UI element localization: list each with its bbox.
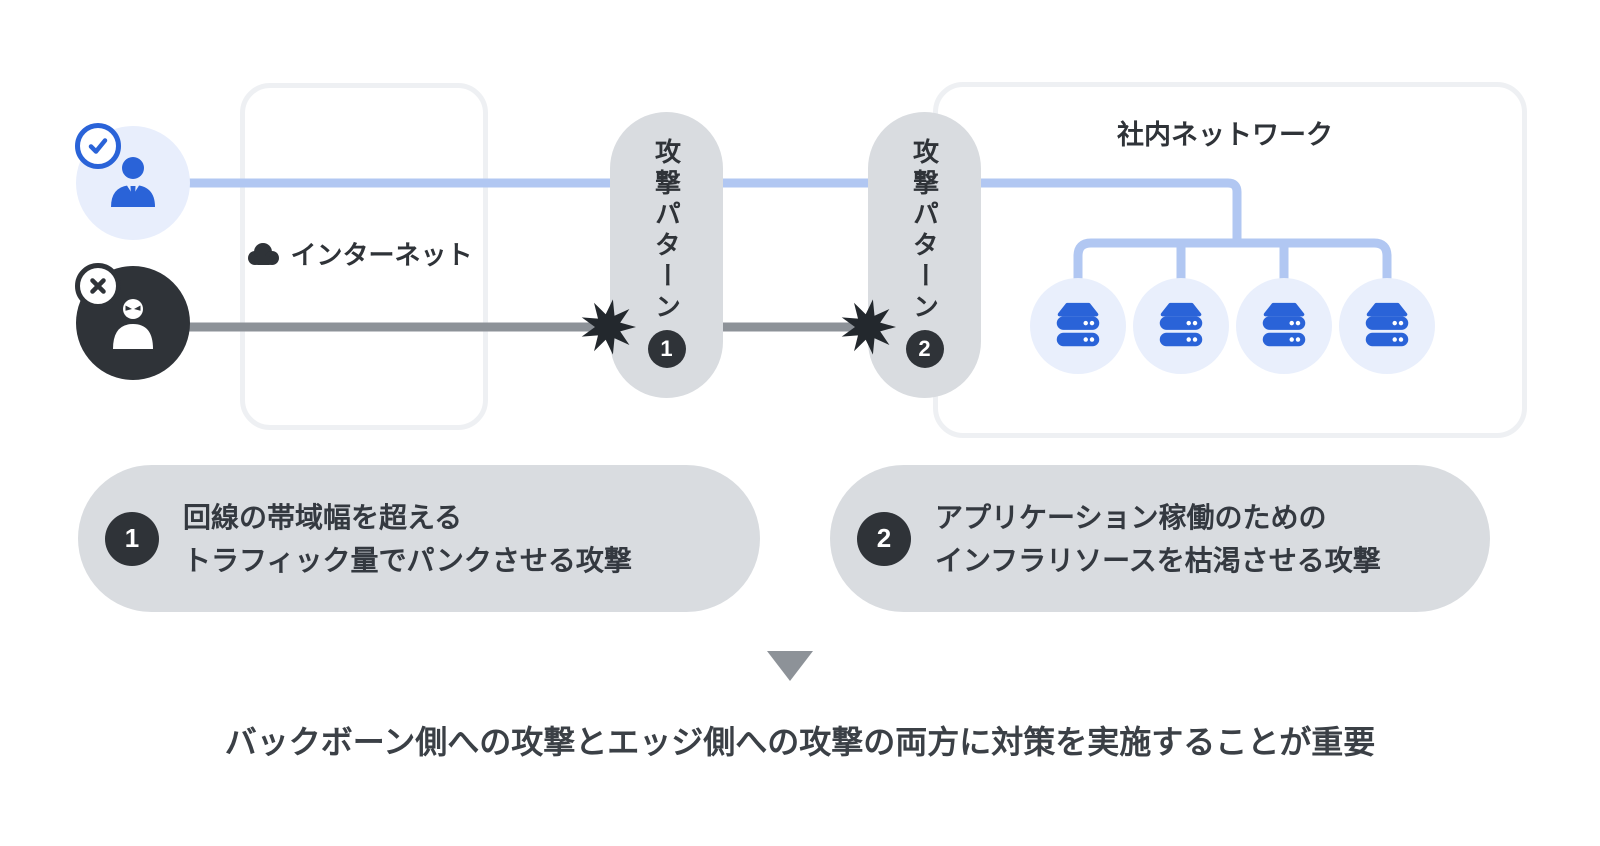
attack-pattern-label: 攻撃パターン (909, 138, 940, 324)
server-icon (1262, 302, 1306, 347)
callout-line: アプリケーション稼働のための (935, 501, 1327, 533)
server-icon (1365, 302, 1409, 347)
down-triangle-icon (767, 651, 813, 681)
check-icon (88, 138, 108, 154)
attack-pattern-pill-2: 攻撃パターン 2 (868, 112, 981, 398)
user-icon (111, 157, 155, 207)
attack-pattern-number: 1 (647, 330, 686, 368)
callout-line: 回線の帯域幅を超える (183, 501, 463, 533)
server-icon (1159, 302, 1203, 347)
internet-box (240, 83, 488, 430)
x-icon (90, 278, 106, 294)
conclusion-text: バックボーン側への攻撃とエッジ側への攻撃の両方に対策を実施することが重要 (224, 724, 1376, 760)
internet-label-group: インターネット (240, 234, 478, 272)
attacker-icon (113, 299, 153, 349)
burst-icon (581, 299, 636, 355)
attack-pattern-pill-1: 攻撃パターン 1 (610, 112, 723, 398)
server-node (1236, 278, 1332, 374)
network-title: 社内ネットワーク (1117, 120, 1333, 150)
callout-line: トラフィック量でパンクさせる攻撃 (183, 544, 632, 576)
server-node (1339, 278, 1435, 374)
server-icon (1056, 302, 1100, 347)
callout-number: 1 (105, 511, 159, 566)
callout-pattern-2: 2 アプリケーション稼働のための インフラリソースを枯渇させる攻撃 (830, 465, 1490, 612)
callout-line: インフラリソースを枯渇させる攻撃 (935, 544, 1381, 576)
attack-pattern-label: 攻撃パターン (651, 138, 682, 324)
callout-number: 2 (857, 511, 911, 566)
internet-label: インターネット (290, 239, 473, 270)
burst-icon (841, 299, 896, 355)
corporate-network-box (933, 82, 1527, 438)
cloud-icon (248, 242, 280, 265)
callout-pattern-1: 1 回線の帯域幅を超える トラフィック量でパンクさせる攻撃 (78, 465, 760, 612)
check-badge (75, 123, 121, 169)
server-node (1030, 278, 1126, 374)
attack-pattern-number: 2 (905, 330, 944, 368)
server-node (1133, 278, 1229, 374)
x-badge (75, 263, 121, 309)
